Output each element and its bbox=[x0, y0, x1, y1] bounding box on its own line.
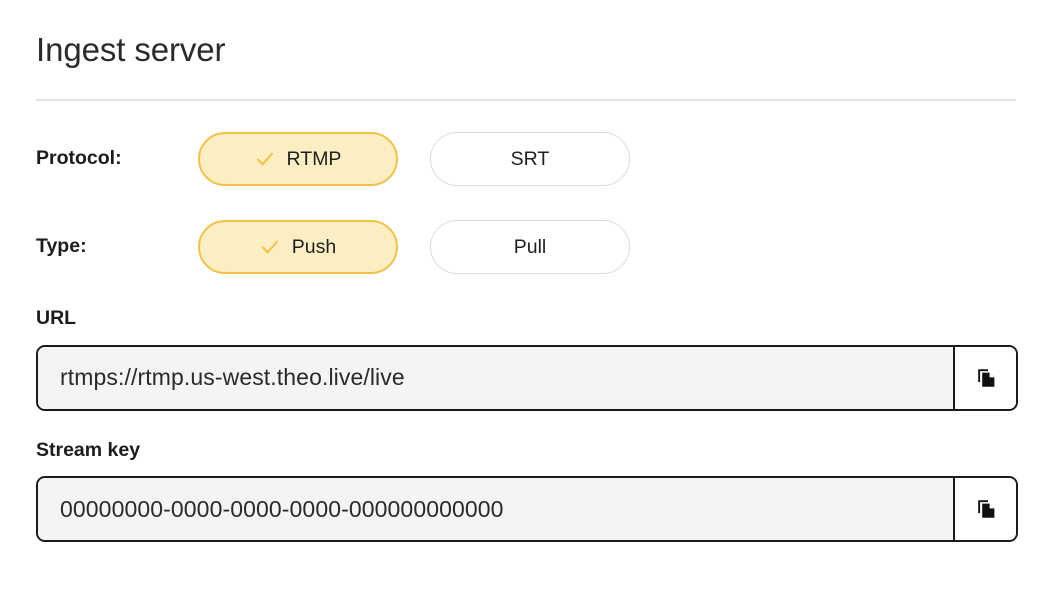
stream-key-input[interactable]: 00000000-0000-0000-0000-000000000000 bbox=[38, 478, 953, 540]
url-field-block: URL rtmps://rtmp.us-west.theo.live/live bbox=[36, 307, 1018, 411]
type-option-pull[interactable]: Pull bbox=[430, 220, 630, 274]
type-option-pull-label: Pull bbox=[513, 235, 547, 258]
stream-key-label: Stream key bbox=[36, 438, 141, 461]
check-icon bbox=[256, 152, 273, 166]
url-input-group: rtmps://rtmp.us-west.theo.live/live bbox=[36, 344, 1018, 411]
check-icon bbox=[261, 240, 278, 254]
copy-icon bbox=[977, 368, 994, 387]
url-label: URL bbox=[36, 307, 77, 329]
protocol-option-rtmp-label: RTMP bbox=[286, 147, 342, 170]
stream-key-input-group: 00000000-0000-0000-0000-000000000000 bbox=[36, 476, 1018, 542]
stream-key-field-block: Stream key 00000000-0000-0000-0000-00000… bbox=[36, 438, 1018, 542]
title-divider bbox=[36, 99, 1016, 101]
page-title: Ingest server bbox=[36, 31, 226, 68]
protocol-option-srt-label: SRT bbox=[510, 147, 550, 170]
copy-url-button[interactable] bbox=[953, 346, 1016, 409]
protocol-option-srt[interactable]: SRT bbox=[430, 132, 630, 186]
protocol-option-rtmp[interactable]: RTMP bbox=[198, 132, 398, 186]
type-row: Type: Push Pull bbox=[36, 219, 1016, 275]
type-option-push-label: Push bbox=[291, 235, 337, 258]
type-label: Type: bbox=[36, 235, 87, 258]
protocol-label: Protocol: bbox=[36, 147, 122, 170]
type-option-push[interactable]: Push bbox=[198, 220, 398, 274]
copy-icon bbox=[977, 500, 994, 518]
copy-stream-key-button[interactable] bbox=[953, 478, 1016, 540]
url-input[interactable]: rtmps://rtmp.us-west.theo.live/live bbox=[38, 346, 953, 409]
protocol-row: Protocol: RTMP SRT bbox=[36, 131, 1016, 187]
